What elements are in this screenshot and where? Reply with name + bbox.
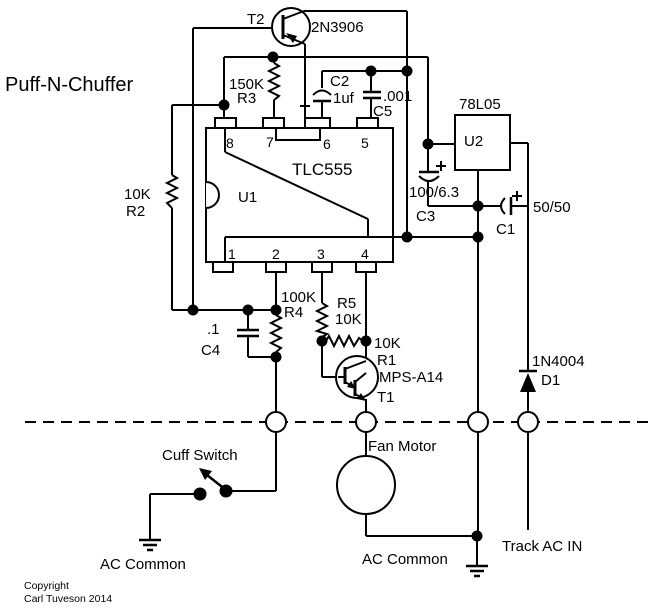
d1-ref-label: D1 [541,372,560,389]
r4-value-label: 100K [281,289,316,306]
track-ac-in-label: Track AC IN [502,538,582,555]
c2-plus-polarity-icon [300,101,310,111]
r5-value-label: 10K [335,311,362,328]
pin6-number: 6 [323,136,331,152]
resistor-r3-symbol [266,57,282,120]
resistor-r2-symbol [164,104,224,310]
pin8-pad [214,117,237,129]
capacitor-c5-symbol [363,71,381,120]
pin7-pin6-bracket [275,129,321,141]
pin4-pad [355,261,377,273]
u1-ref-label: U1 [238,189,257,206]
r1-value-label: 10K [374,335,401,352]
r2-value-label: 10K [124,186,151,203]
copyright-line1: Copyright [24,580,69,592]
pin3-number: 3 [317,246,325,262]
d1-part-label: 1N4004 [532,353,585,370]
resistor-r1-symbol [322,333,366,349]
fan-motor-symbol [336,455,396,515]
c5-ref-label: C5 [373,103,392,120]
capacitor-c3-symbol [418,144,446,206]
c4-ref-label: C4 [201,342,220,359]
capacitor-c1-symbol [478,191,528,215]
pin3-pad [311,261,333,273]
c3-plus-polarity-icon [436,161,446,171]
ac-common-left-label: AC Common [100,556,186,573]
u2-part-label: 78L05 [459,96,501,113]
ic-u1-symbol [205,117,394,273]
c3-value-label: 100/6.3 [409,184,459,201]
terminal-cuff-switch [265,411,287,433]
pin1-number: 1 [228,246,236,262]
resistor-r5-symbol [314,302,330,341]
r4-ref-label: R4 [284,304,303,321]
cuff-switch-label: Cuff Switch [162,447,238,464]
pin5-pad [356,117,379,129]
terminal-ac-common [467,411,489,433]
r3-value-label: 150K [229,76,264,93]
copyright-line2: Carl Tuveson 2014 [24,593,112,605]
c2-value-label: 1uf [333,90,355,107]
ic-diagonal [224,151,369,220]
t1-ref-label: T1 [377,389,395,406]
resistor-r4-symbol [268,310,284,357]
ac-common-right-label: AC Common [362,551,448,568]
capacitor-c2-symbol [300,71,332,119]
pin1-pad [212,261,234,273]
pin7-number: 7 [266,134,274,150]
u1-part-label: TLC555 [292,160,352,179]
pin6-pad [304,117,331,129]
cuff-switch-symbol [149,432,277,540]
pin8-number: 8 [226,135,234,151]
schematic-title: Puff-N-Chuffer [5,74,134,96]
u2-ref-label: U2 [464,133,483,150]
t1-part-label: MPS-A14 [379,369,443,386]
c1-value-label: 50/50 [533,199,571,216]
diode-d1-symbol [519,369,537,412]
transistor-t1-symbol [321,341,379,412]
pin5-number: 5 [361,135,369,151]
pin2-number: 2 [272,246,280,262]
r2-ref-label: R2 [126,203,145,220]
c5-value-label: .001 [383,88,412,105]
r5-ref-label: R5 [337,295,356,312]
fan-motor-label: Fan Motor [368,438,436,455]
junction-dots [187,51,484,542]
c4-value-label: .1 [207,321,220,338]
ic-notch [205,181,220,209]
c1-plus-polarity-icon [512,191,522,201]
terminal-track-ac [517,411,539,433]
c3-ref-label: C3 [416,208,435,225]
pin2-pad [265,261,287,273]
r1-ref-label: R1 [377,352,396,369]
transistor-t2-symbol [192,7,311,311]
ground-symbol-left [139,538,161,552]
ground-symbol-right [466,564,488,578]
r3-ref-label: R3 [237,90,256,107]
t2-part-label: 2N3906 [311,19,364,36]
terminal-fan-motor [355,411,377,433]
pin4-number: 4 [361,246,369,262]
pin7-pad [262,117,285,129]
c1-ref-label: C1 [496,221,515,238]
c2-ref-label: C2 [330,73,349,90]
t2-ref-label: T2 [247,11,265,28]
